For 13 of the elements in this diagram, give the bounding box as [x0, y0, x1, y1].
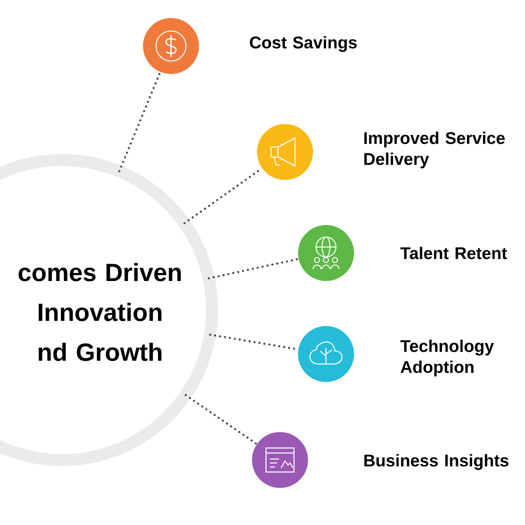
icon-circle — [143, 18, 199, 74]
icon-circle — [252, 432, 308, 488]
dotted-connector — [208, 258, 300, 280]
item-label: Business Insights — [364, 454, 508, 470]
item-label: Cost Savings — [250, 36, 357, 52]
dotted-connector — [118, 70, 162, 172]
dotted-connector — [184, 394, 258, 446]
icon-circle — [298, 225, 354, 281]
icon-circle — [298, 326, 354, 382]
item-label: Talent Retent — [400, 246, 507, 260]
item-label: Improved Service Delivery — [364, 132, 505, 168]
icon-circle — [257, 124, 313, 180]
item-label: Technology Adoption — [400, 340, 494, 376]
